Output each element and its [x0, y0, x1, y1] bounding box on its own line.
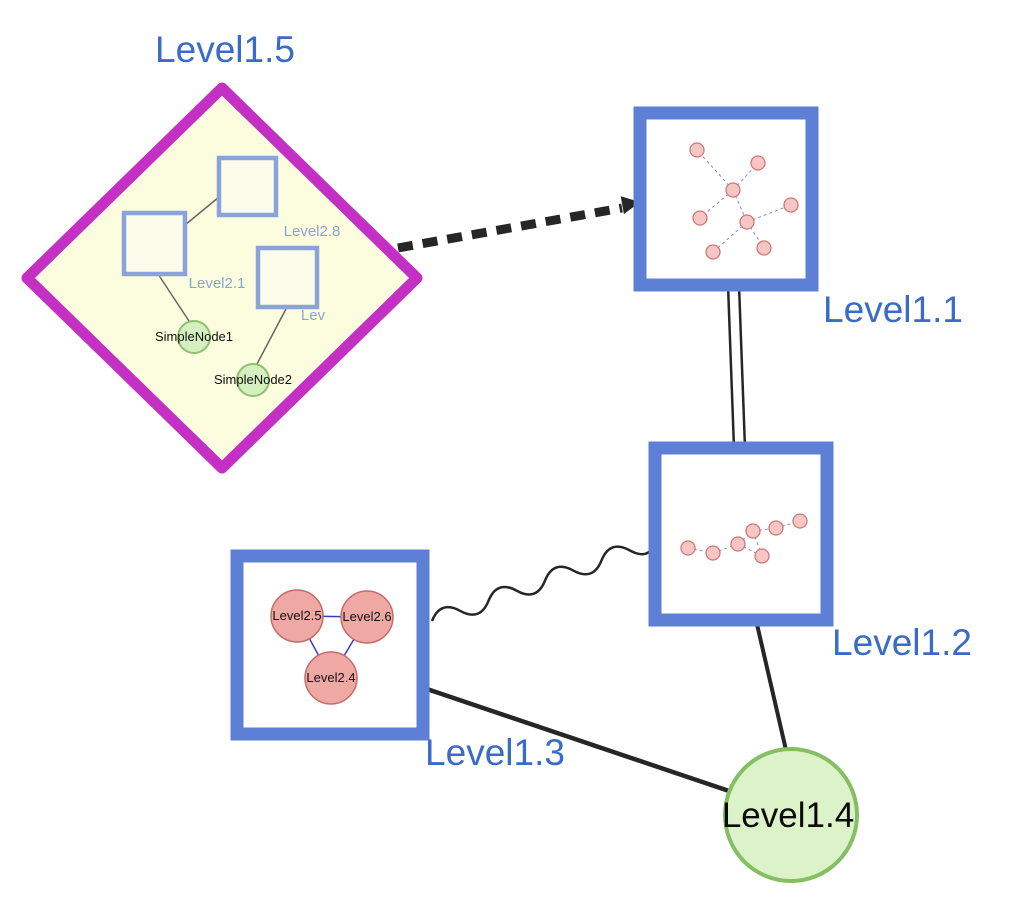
group-box-level1-3[interactable] [230, 549, 430, 741]
edge-level21-to-simplenode1[interactable] [157, 273, 190, 322]
edge-level21-to-level28[interactable] [184, 196, 220, 226]
diamond-shape[interactable] [21, 82, 423, 474]
mini-edge [746, 204, 792, 223]
mini-node[interactable] [705, 545, 721, 561]
mini-edge [712, 543, 739, 554]
label-level2-8: Level2.8 [284, 223, 341, 240]
mini-node[interactable] [750, 155, 766, 171]
node-level2-6[interactable] [340, 590, 394, 644]
mini-node[interactable] [692, 210, 708, 226]
label-simplenode2: SimpleNode2 [214, 372, 292, 387]
label-level1-2: Level1.2 [832, 622, 972, 663]
node-level2-8[interactable] [216, 155, 279, 218]
node-level2-5[interactable] [270, 589, 324, 643]
mini-node[interactable] [689, 142, 705, 158]
node-level2-4[interactable] [304, 651, 358, 705]
mini-edge [752, 530, 763, 557]
label-level1-3: Level1.3 [425, 732, 565, 773]
node-simplenode2[interactable] [236, 363, 270, 397]
label-level1-1: Level1.1 [823, 289, 963, 330]
edge-level12-to-level14[interactable] [754, 619, 788, 751]
label-level1-4: Level1.4 [722, 796, 854, 835]
edge-level2x-to-simplenode2[interactable] [256, 306, 288, 365]
mini-node[interactable] [783, 197, 799, 213]
node-level1-1[interactable] [633, 106, 819, 292]
mini-node[interactable] [725, 182, 741, 198]
node-level1-5[interactable]: Level2.8 Level2.1 Lev SimpleNode1 Simple… [21, 82, 423, 474]
group-box-level1-1[interactable] [633, 106, 819, 292]
mini-node[interactable] [705, 244, 721, 260]
edge-level11-to-level12-line2[interactable] [737, 284, 747, 449]
label-level1-5: Level1.5 [155, 29, 295, 70]
group-box-level1-2[interactable] [648, 441, 834, 627]
mini-edge [737, 543, 763, 557]
edges [397, 196, 788, 796]
node-level2-truncated[interactable] [255, 245, 320, 310]
edge-level11-to-level12-line1[interactable] [726, 284, 736, 449]
mini-node[interactable] [680, 540, 696, 556]
node-level1-2[interactable] [648, 441, 834, 627]
mini-node[interactable] [754, 548, 770, 564]
label-level2-5: Level2.5 [272, 608, 321, 623]
mini-node[interactable] [739, 214, 755, 230]
mini-edge [687, 547, 714, 554]
node-level2-1[interactable] [121, 210, 188, 277]
node-level1-4[interactable] [723, 747, 859, 883]
mini-node[interactable] [768, 520, 784, 536]
node-level1-3[interactable]: Level2.5 Level2.6 Level2.4 [230, 549, 430, 741]
label-simplenode1: SimpleNode1 [155, 329, 233, 344]
mini-node[interactable] [745, 523, 761, 539]
mini-node[interactable] [756, 240, 772, 256]
mini-edge [696, 149, 734, 191]
mini-graph-level1-2 [680, 513, 808, 564]
edge-level15-to-level11-dashed-arrow[interactable] [397, 203, 623, 253]
node-simplenode1[interactable] [177, 320, 211, 354]
mini-node[interactable] [730, 536, 746, 552]
label-level2-1: Level2.1 [189, 275, 246, 292]
mini-graph-level1-1 [689, 142, 799, 260]
edge-level13-to-level12-wavy[interactable] [429, 533, 658, 629]
label-level2-6: Level2.6 [342, 609, 391, 624]
label-level2-truncated: Lev [301, 307, 326, 324]
mini-node[interactable] [792, 513, 808, 529]
edge-level13-to-level14[interactable] [423, 685, 736, 796]
label-level2-4: Level2.4 [306, 670, 355, 685]
